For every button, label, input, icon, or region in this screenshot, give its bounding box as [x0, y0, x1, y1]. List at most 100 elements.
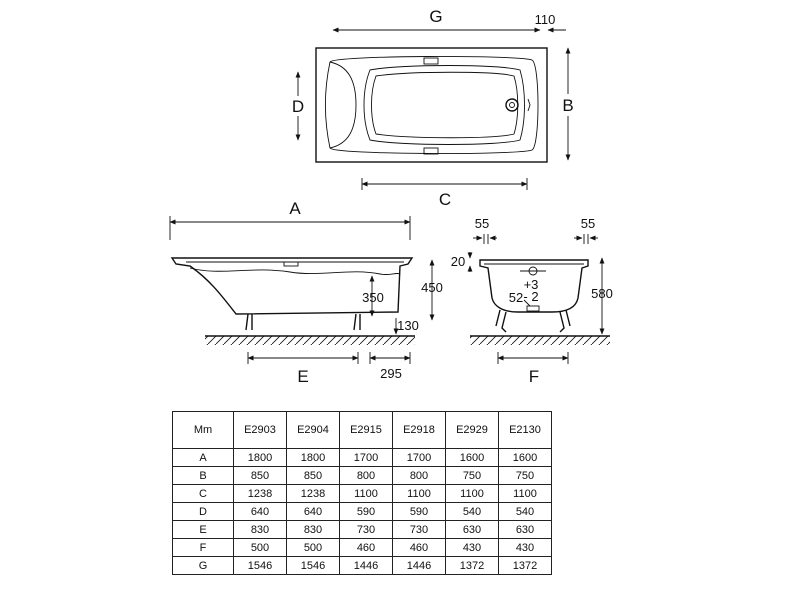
dimension-value: 730	[339, 520, 393, 539]
dimension-value: 850	[286, 466, 340, 485]
dimension-value: 1600	[445, 448, 499, 467]
dimension-value: 1238	[233, 484, 287, 503]
dimension-value: 430	[498, 538, 552, 557]
dimension-value: 540	[498, 502, 552, 521]
side-view: A 350 450 130 E 295	[169, 199, 443, 386]
dimension-value: 500	[286, 538, 340, 557]
dimension-value: 1100	[445, 484, 499, 503]
dimension-value: 590	[339, 502, 393, 521]
dimension-value: 800	[392, 466, 446, 485]
label-110: 110	[535, 12, 556, 27]
leg-left	[245, 313, 253, 331]
label-55-left: 55	[475, 216, 489, 231]
dimension-value: 1100	[339, 484, 393, 503]
handle-bottom	[423, 147, 439, 155]
dimension-value: 730	[392, 520, 446, 539]
dimension-value: 1546	[233, 556, 287, 575]
label-295: 295	[380, 366, 402, 381]
dimension-value: 1800	[286, 448, 340, 467]
handle-top	[423, 57, 439, 65]
dimension-value: 1372	[445, 556, 499, 575]
dimension-value: 630	[445, 520, 499, 539]
label-20: 20	[451, 254, 465, 269]
dimension-value: 1100	[498, 484, 552, 503]
dimension-value: 750	[445, 466, 499, 485]
dimension-value: 750	[498, 466, 552, 485]
label-350: 350	[362, 290, 384, 305]
label-a: A	[289, 199, 301, 218]
table-header-row: Mm E2903 E2904 E2915 E2918 E2929 E2130	[172, 411, 552, 449]
dimension-value: 1100	[392, 484, 446, 503]
tub-water-line	[189, 267, 401, 276]
dimension-value: 430	[445, 538, 499, 557]
dimension-label: A	[172, 448, 234, 467]
dimension-value: 1800	[233, 448, 287, 467]
tub-headrest-left	[329, 61, 357, 149]
dimension-value: 500	[233, 538, 287, 557]
dimension-value: 1700	[339, 448, 393, 467]
dimension-label: C	[172, 484, 234, 503]
drain-center	[509, 102, 515, 108]
dimension-value: 800	[339, 466, 393, 485]
dimension-value: 540	[445, 502, 499, 521]
drain-icon	[505, 98, 519, 112]
dimension-value: 1546	[286, 556, 340, 575]
model-header: E2915	[339, 411, 393, 449]
tub-basin	[363, 65, 525, 145]
tub-end-profile	[479, 259, 589, 313]
label-g: G	[429, 7, 442, 26]
dimension-label: E	[172, 520, 234, 539]
floor-hatch-side	[205, 336, 415, 345]
table-corner: Mm	[172, 411, 234, 449]
dimension-value: 460	[392, 538, 446, 557]
dimension-value: 1600	[498, 448, 552, 467]
floor-hatch-end	[470, 336, 610, 345]
label-580: 580	[591, 286, 613, 301]
model-header: E2929	[445, 411, 499, 449]
label-f: F	[529, 367, 539, 386]
dimension-value: 1446	[392, 556, 446, 575]
dimension-value: 640	[233, 502, 287, 521]
tub-rim-inner	[325, 56, 539, 154]
dimension-value: 630	[498, 520, 552, 539]
label-tol-minus: - 2	[523, 289, 538, 304]
dimension-value: 830	[233, 520, 287, 539]
dimension-value: 1238	[286, 484, 340, 503]
end-leg-left	[495, 309, 507, 333]
dimension-value: 1700	[392, 448, 446, 467]
label-55-right: 55	[581, 216, 595, 231]
label-d: D	[292, 97, 304, 116]
dimension-value: 1446	[339, 556, 393, 575]
model-header: E2903	[233, 411, 287, 449]
model-header: E2130	[498, 411, 552, 449]
dimension-value: 640	[286, 502, 340, 521]
overflow-mark	[527, 98, 531, 112]
model-header: E2904	[286, 411, 340, 449]
dimension-value: 1372	[498, 556, 552, 575]
model-header: E2918	[392, 411, 446, 449]
dimension-value: 460	[339, 538, 393, 557]
dimension-label: D	[172, 502, 234, 521]
tub-outline-top	[315, 47, 548, 163]
end-view: 55 55 20 +3 - 2 52 580 F	[451, 216, 613, 386]
tub-side-profile	[170, 257, 414, 315]
end-outlet	[526, 305, 540, 312]
leg-right	[353, 313, 361, 331]
end-leg-right	[559, 309, 571, 333]
tub-basin-inner	[371, 71, 519, 139]
dimension-label: G	[172, 556, 234, 575]
side-handle	[283, 261, 299, 267]
label-c: C	[439, 190, 451, 209]
dimension-table: Mm E2903 E2904 E2915 E2918 E2929 E2130 A…	[172, 411, 552, 575]
dimension-label: B	[172, 466, 234, 485]
dimension-label: F	[172, 538, 234, 557]
label-e: E	[297, 367, 308, 386]
